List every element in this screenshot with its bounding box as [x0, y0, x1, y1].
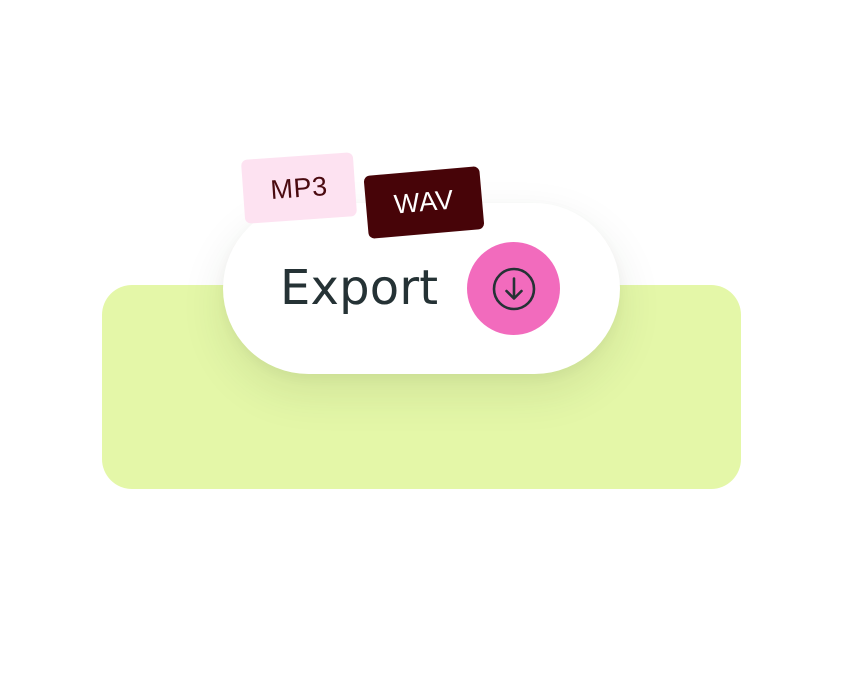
format-tag-mp3[interactable]: MP3: [240, 152, 358, 224]
export-label: Export: [280, 260, 439, 316]
format-tag-wav[interactable]: WAV: [363, 166, 485, 239]
download-button[interactable]: [467, 242, 560, 335]
download-circle-icon: [492, 267, 535, 310]
